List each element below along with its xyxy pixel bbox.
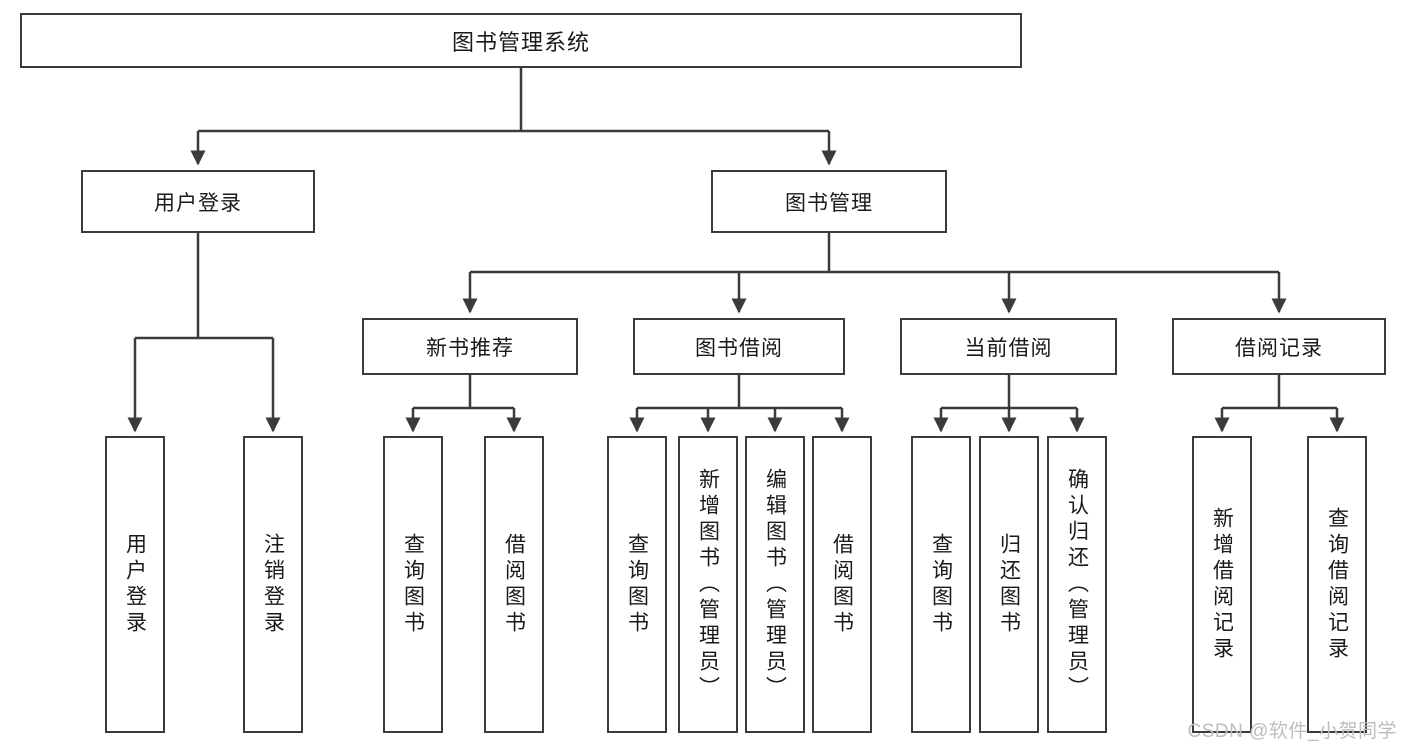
node-label: 查询图书 <box>929 532 953 637</box>
node-label: 当前借阅 <box>964 336 1053 360</box>
node-label: 用户登录 <box>154 191 242 215</box>
node-book-management[interactable]: 图书管理 <box>711 170 947 233</box>
node-label: 查询图书 <box>401 532 425 637</box>
node-label: 用户登录 <box>123 532 147 637</box>
node-label: 图书管理 <box>785 191 873 215</box>
node-new-book-recommend[interactable]: 新书推荐 <box>362 318 578 375</box>
watermark: CSDN @软件_小贺同学 <box>1187 721 1397 742</box>
node-leaf-current-confirm-return-admin[interactable]: 确认归还（管理员） <box>1047 436 1107 733</box>
node-borrow-record[interactable]: 借阅记录 <box>1172 318 1386 375</box>
node-leaf-current-query-book[interactable]: 查询图书 <box>911 436 971 733</box>
node-current-borrow[interactable]: 当前借阅 <box>900 318 1117 375</box>
node-label: 新增图书（管理员） <box>696 467 720 702</box>
node-leaf-borrow-query-book[interactable]: 查询图书 <box>607 436 667 733</box>
node-label: 确认归还（管理员） <box>1065 467 1089 702</box>
node-leaf-record-add-record[interactable]: 新增借阅记录 <box>1192 436 1252 733</box>
node-label: 新增借阅记录 <box>1210 506 1234 663</box>
node-label: 新书推荐 <box>426 336 514 360</box>
node-label: 借阅图书 <box>502 532 526 637</box>
node-leaf-newbook-query-book[interactable]: 查询图书 <box>383 436 443 733</box>
node-label: 查询图书 <box>625 532 649 637</box>
node-label: 归还图书 <box>997 532 1021 637</box>
node-leaf-borrow-edit-book-admin[interactable]: 编辑图书（管理员） <box>745 436 805 733</box>
node-root-book-management-system[interactable]: 图书管理系统 <box>20 13 1022 68</box>
node-label: 查询借阅记录 <box>1325 506 1349 663</box>
node-leaf-borrow-add-book-admin[interactable]: 新增图书（管理员） <box>678 436 738 733</box>
node-label: 编辑图书（管理员） <box>763 467 787 702</box>
node-leaf-borrow-borrow-book[interactable]: 借阅图书 <box>812 436 872 733</box>
node-user-login[interactable]: 用户登录 <box>81 170 315 233</box>
node-leaf-user-logout[interactable]: 注销登录 <box>243 436 303 733</box>
node-leaf-record-query-record[interactable]: 查询借阅记录 <box>1307 436 1367 733</box>
node-leaf-user-login[interactable]: 用户登录 <box>105 436 165 733</box>
node-book-borrow[interactable]: 图书借阅 <box>633 318 845 375</box>
node-leaf-current-return-book[interactable]: 归还图书 <box>979 436 1039 733</box>
node-label: 图书管理系统 <box>451 29 590 55</box>
node-leaf-newbook-borrow-book[interactable]: 借阅图书 <box>484 436 544 733</box>
node-label: 注销登录 <box>261 532 285 637</box>
node-label: 借阅图书 <box>830 532 854 637</box>
node-label: 图书借阅 <box>695 336 783 360</box>
node-label: 借阅记录 <box>1235 336 1323 360</box>
